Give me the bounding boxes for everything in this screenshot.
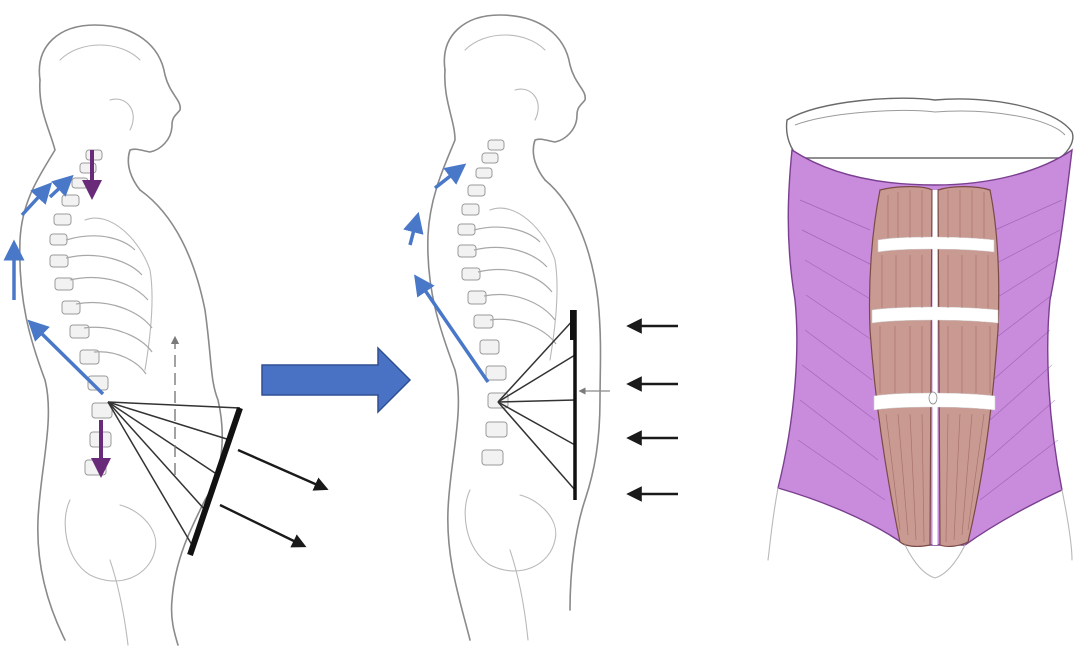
vertebra <box>54 214 71 225</box>
head-outline <box>444 15 585 180</box>
navel <box>929 392 937 404</box>
vertebra <box>480 340 499 354</box>
vertebra <box>488 140 504 150</box>
vertebra <box>50 234 67 245</box>
vertebra <box>482 153 498 163</box>
ribcage-rim <box>787 98 1073 158</box>
vertebra <box>50 255 68 267</box>
back-outline <box>428 70 470 640</box>
outward-arrow-upper <box>238 450 322 487</box>
panel-posture-before <box>14 25 322 645</box>
vertebra <box>458 224 475 235</box>
arm-outline <box>490 208 557 360</box>
transition-arrow-icon <box>262 348 410 412</box>
vertebra <box>486 422 507 437</box>
blue-arrow-neck <box>435 170 458 188</box>
vertebra <box>92 403 112 418</box>
panel-posture-after <box>410 15 678 640</box>
vertebra <box>474 315 493 328</box>
skull-detail <box>465 35 545 120</box>
pelvis-outline <box>65 500 156 581</box>
outward-arrow-lower <box>220 505 300 544</box>
back-outline <box>20 80 65 640</box>
femur-outline <box>510 550 528 640</box>
fan-lines-after <box>498 318 575 490</box>
blue-arrow-upper-back <box>410 222 416 245</box>
pelvis-outline <box>465 490 556 571</box>
vertebra <box>462 268 480 280</box>
vertebra <box>70 325 89 338</box>
vertebra <box>476 168 492 178</box>
vertebra <box>458 245 476 257</box>
vertebra <box>462 204 479 215</box>
head-outline <box>39 25 180 190</box>
skull-detail <box>60 45 140 130</box>
femur-outline <box>110 560 128 645</box>
front-outline <box>140 190 222 645</box>
vertebra <box>486 366 506 380</box>
groin-outline <box>905 545 965 578</box>
vertebra <box>468 291 486 304</box>
vertebra <box>62 195 79 206</box>
vertebra <box>62 301 80 314</box>
panel-abdominal-muscles <box>768 98 1073 578</box>
blue-arrow-shoulder <box>22 190 45 215</box>
spine-after <box>458 140 508 465</box>
vertebra <box>72 178 88 188</box>
vertebra <box>468 185 485 196</box>
vertebra <box>482 450 503 465</box>
